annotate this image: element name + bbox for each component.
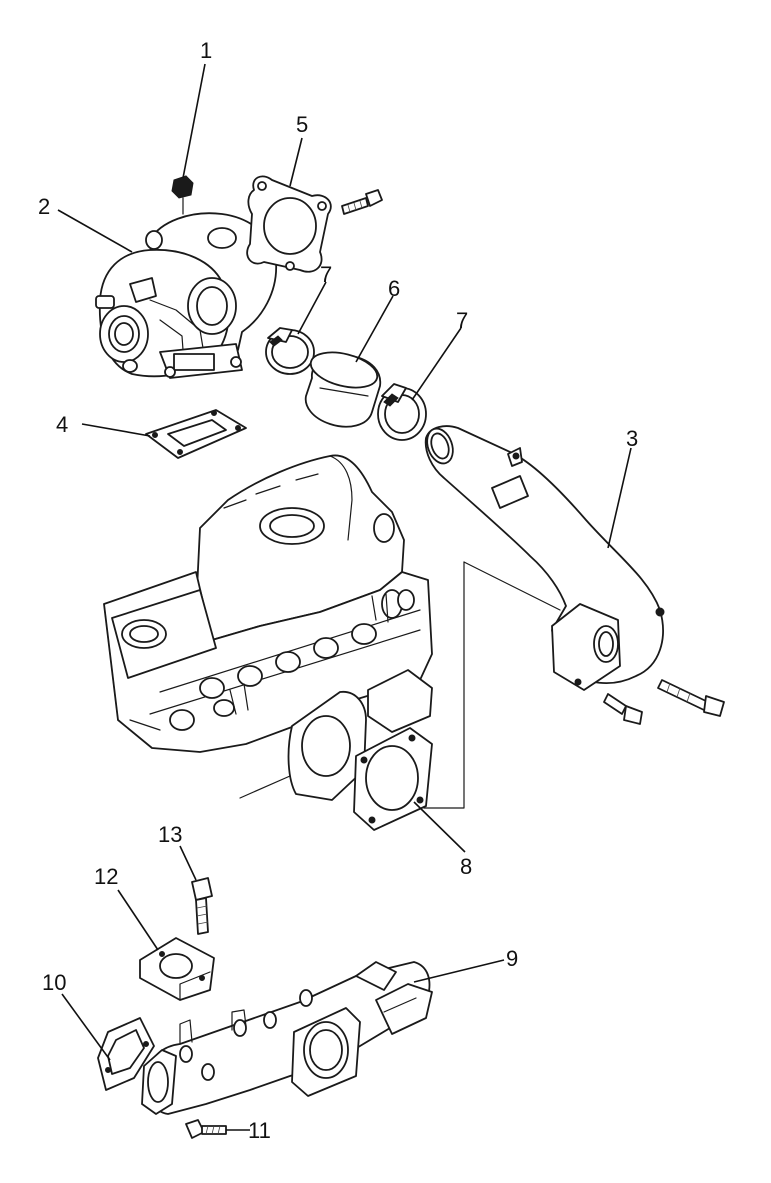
- part-7-hose-clamp-left: [265, 327, 315, 375]
- part-11-bolt: [185, 1119, 227, 1139]
- part-7-hose-clamp-right: [377, 383, 427, 441]
- part-5-flange-gasket: [246, 175, 332, 273]
- callout-7-left: 7: [320, 262, 332, 287]
- callout-7-right: 7: [456, 308, 468, 333]
- callout-2: 2: [38, 194, 50, 219]
- callout-10: 10: [42, 970, 66, 995]
- part-1-nut: [171, 175, 194, 199]
- callout-8: 8: [460, 854, 472, 879]
- callout-9: 9: [506, 946, 518, 971]
- callout-4: 4: [56, 412, 68, 437]
- part-3-pipe-elbow: [424, 425, 725, 725]
- part-5-bolt: [341, 189, 383, 215]
- callout-6: 6: [388, 276, 400, 301]
- guide-lines: [423, 561, 561, 809]
- callout-11: 11: [248, 1118, 271, 1143]
- callout-5: 5: [296, 112, 308, 137]
- callout-3: 3: [626, 426, 638, 451]
- part-4-gasket: [145, 409, 247, 459]
- callout-labels: 1 2 3 4 5 6 7 7 8 9 10 11 12 13: [38, 38, 638, 1143]
- callout-1: 1: [200, 38, 212, 63]
- engine-cylinder-head: [103, 454, 433, 801]
- part-13-bolt: [191, 877, 213, 935]
- callout-13: 13: [158, 822, 182, 847]
- part-9-exhaust-manifold: [141, 961, 433, 1115]
- part-8-gasket: [353, 727, 433, 831]
- part-2-turbocharger: [95, 197, 277, 379]
- part-12-cover-plate: [139, 937, 215, 1001]
- part-6-hose: [304, 351, 382, 428]
- leader-lines: [57, 63, 632, 1131]
- callout-12: 12: [94, 864, 118, 889]
